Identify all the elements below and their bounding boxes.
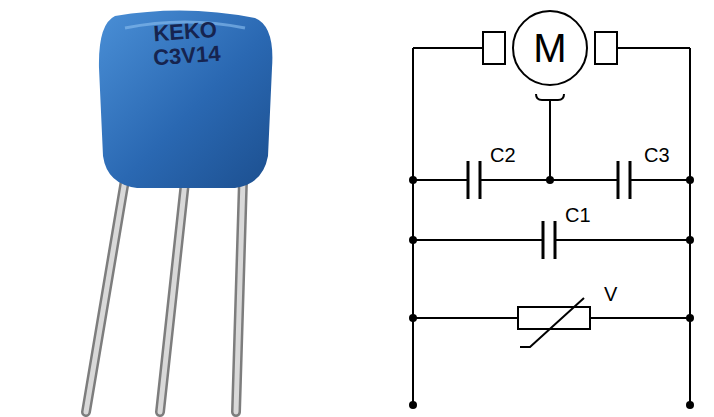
part-marking: KEKO C3V14 <box>142 17 229 71</box>
motor-circle-outline <box>513 11 587 85</box>
capacitor-body: KEKO C3V14 <box>95 6 277 190</box>
capacitor-body-fill <box>99 10 272 188</box>
capacitor-leads <box>86 180 243 412</box>
schematic-wires <box>413 48 690 405</box>
component-label: C2 <box>490 144 516 166</box>
motor-label: M <box>533 26 566 70</box>
component-label: V <box>604 283 617 305</box>
junction-dots <box>409 176 694 409</box>
component-label: C1 <box>565 204 591 226</box>
motor-circle: M <box>512 10 588 86</box>
component-label: C3 <box>644 144 670 166</box>
varistor-symbol <box>518 298 590 347</box>
capacitor-symbols <box>468 161 630 259</box>
